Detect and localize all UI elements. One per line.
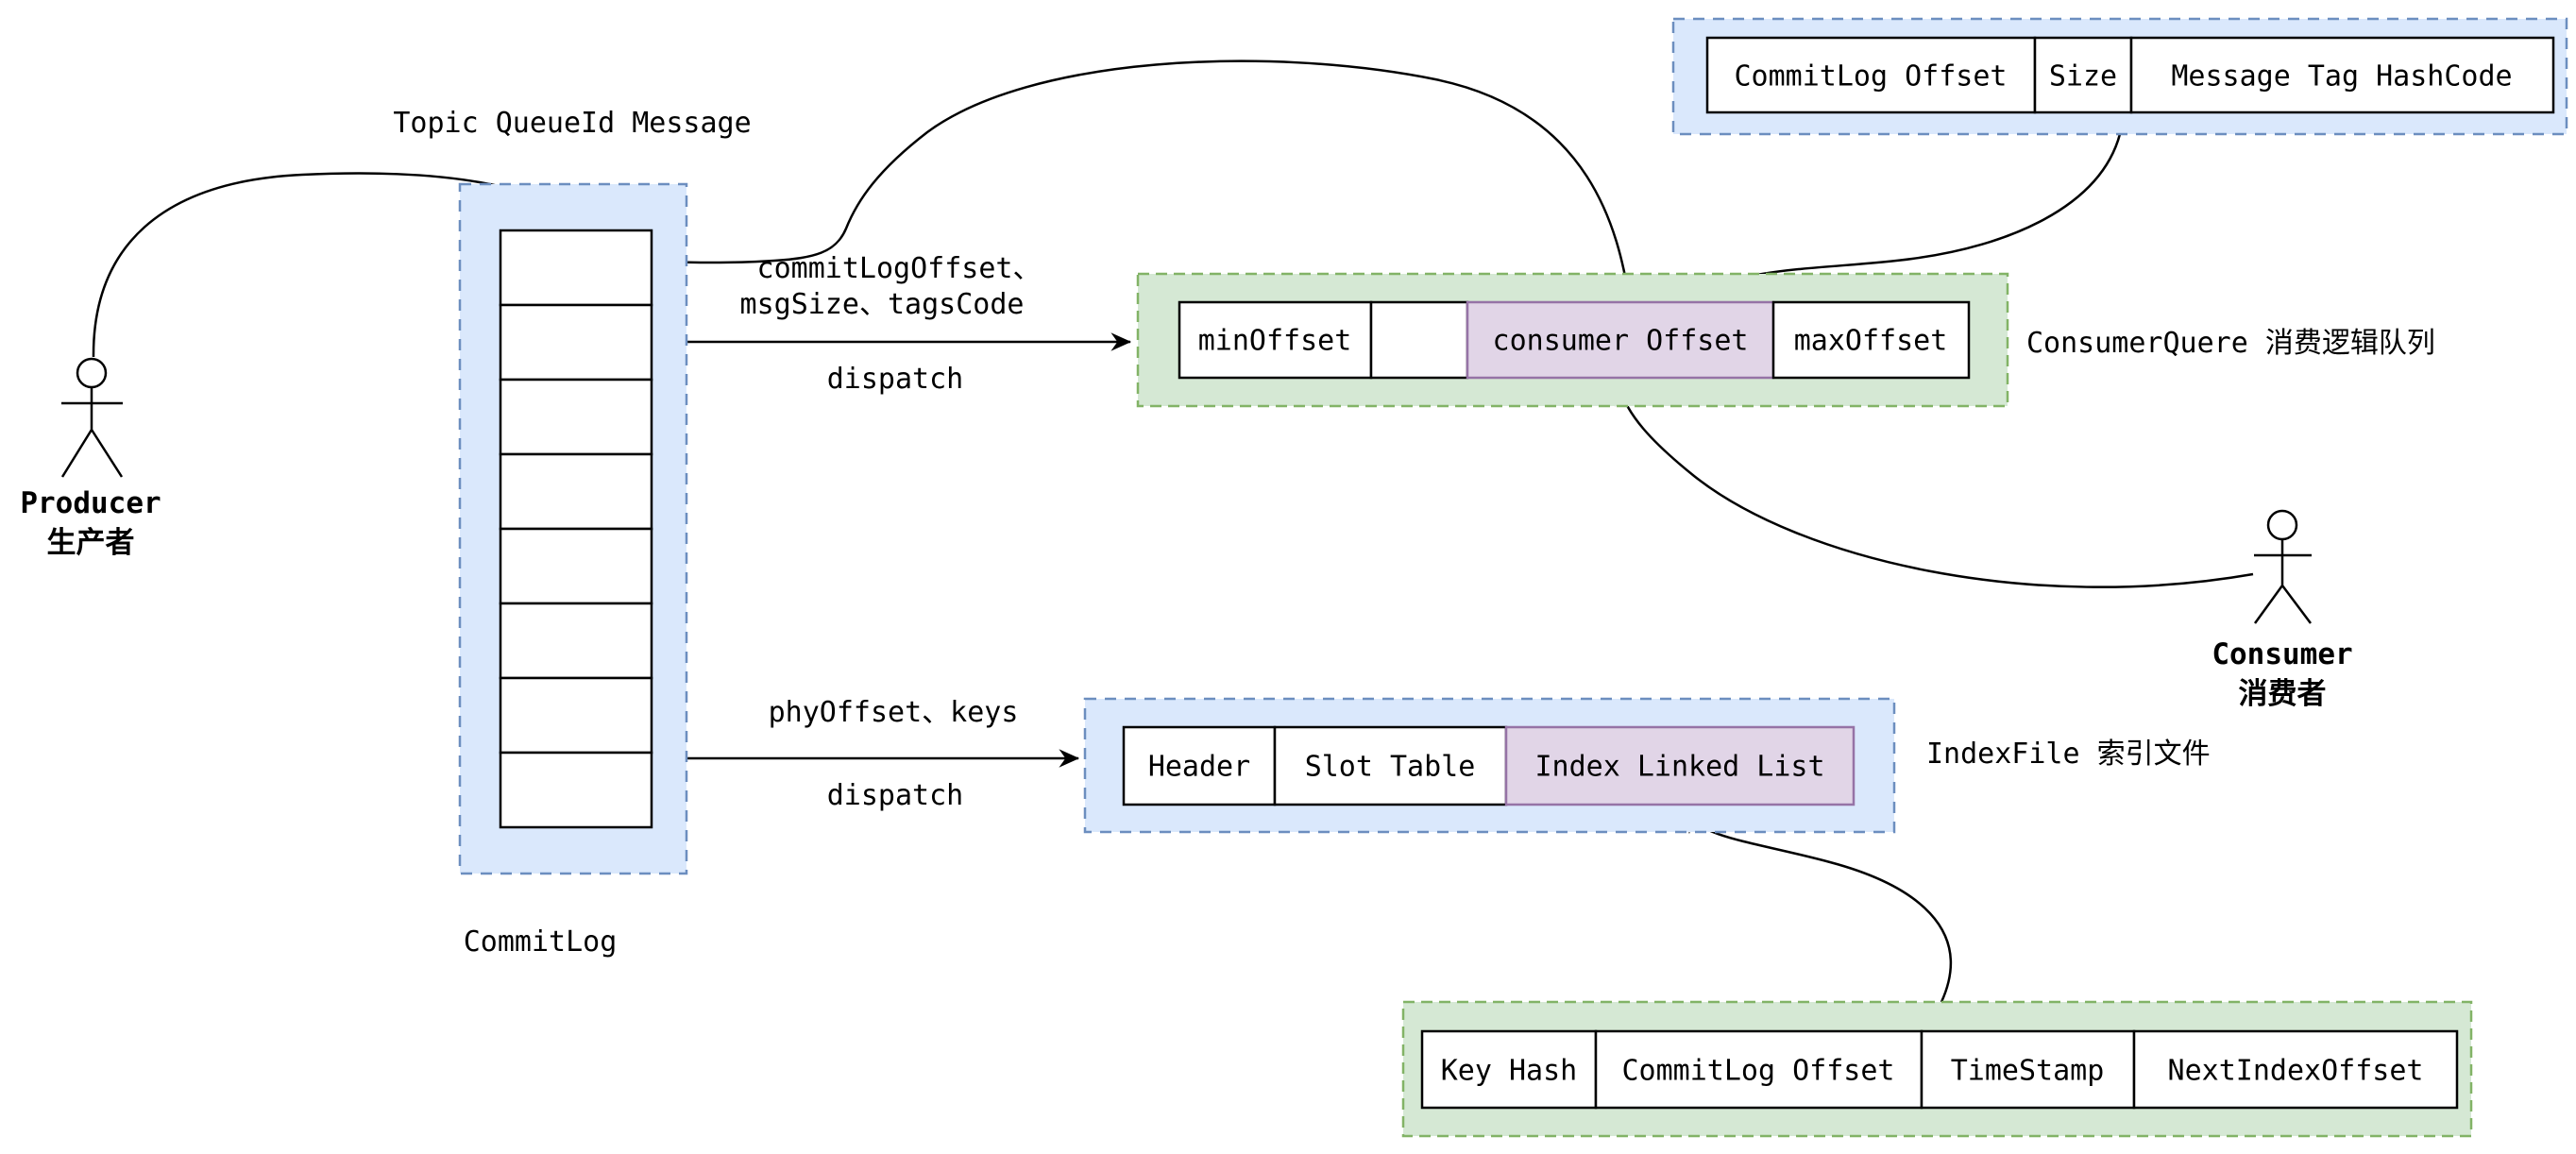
consumer-to-consumerqueue-arrow [1615, 383, 2254, 588]
cq-entry-taghashcode-label: Message Tag HashCode [2171, 60, 2512, 93]
cq-entry-cell-taghashcode [2129, 36, 2555, 114]
index-entry-node: Key Hash CommitLog Offset TimeStamp Next… [1401, 1000, 2473, 1138]
commitlog-cell-7 [499, 676, 653, 755]
consumer-queue-node: minOffset consumer Offset maxOffset Cons… [1136, 272, 2435, 408]
header-label: Header [1148, 751, 1250, 784]
cq-dispatch-label-line1: commitLogOffset、 [757, 252, 1042, 285]
producer-head [76, 357, 108, 389]
producer-label-cn: 生产者 [47, 526, 135, 560]
index-entry-cell-nextindexoffset [2132, 1029, 2459, 1110]
commitlog-cell-3 [499, 378, 653, 456]
index-linked-list-label: Index Linked List [1534, 751, 1824, 784]
timestamp-label: TimeStamp [1951, 1055, 2105, 1088]
index-file-cell-slottable [1273, 725, 1508, 806]
index-file-node: Header Slot Table Index Linked List Inde… [1083, 697, 2211, 834]
cq-entry-size-label: Size [2049, 60, 2117, 93]
commitlog-cell-1 [499, 229, 653, 307]
producer-label: Producer [20, 486, 161, 520]
consumer-body [2253, 539, 2312, 624]
slot-table-label: Slot Table [1305, 751, 1476, 784]
index-file-label: IndexFile 索引文件 [1926, 738, 2211, 771]
index-file-cell-indexlinkedlist [1504, 725, 1856, 806]
index-entry-commitlogoffset-label: CommitLog Offset [1622, 1055, 1895, 1088]
cqentry-to-consumeroffset-arrow [1698, 133, 2122, 297]
commitlog-cell-5 [499, 527, 653, 605]
consumer-queue-cell-minoffset [1178, 300, 1373, 380]
minoffset-label: minOffset [1198, 325, 1352, 358]
if-dispatch-keys-label: phyOffset、keys [769, 696, 1019, 729]
producer-actor: Producer 生产者 [20, 357, 161, 560]
cq-entry-cell-size [2033, 36, 2133, 114]
consumer-queue-cell-maxoffset [1771, 300, 1971, 380]
consumerqueue-to-commitlog-loop-arrow [663, 59, 1632, 303]
producer-body [60, 387, 124, 478]
cq-entry-node: CommitLog Offset Size Message Tag HashCo… [1671, 17, 2568, 136]
commitlog-label: CommitLog [464, 925, 618, 959]
key-hash-label: Key Hash [1441, 1055, 1578, 1088]
commitlog-cell-2 [499, 303, 653, 382]
cq-dispatch-verb-label: dispatch [827, 363, 964, 396]
index-entry-cell-commitlogoffset [1594, 1029, 1924, 1110]
consumeroffset-label: consumer Offset [1493, 325, 1749, 358]
index-entry-cell-timestamp [1920, 1029, 2136, 1110]
next-index-offset-label: NextIndexOffset [2168, 1055, 2424, 1088]
commitlog-cell-4 [499, 452, 653, 531]
commitlog-cell-6 [499, 602, 653, 680]
consumer-queue-label: ConsumerQuere 消费逻辑队列 [2026, 327, 2435, 360]
consumer-head [2266, 509, 2298, 541]
commitlog-node: CommitLog [458, 182, 688, 959]
index-file-cell-header [1122, 725, 1277, 806]
maxoffset-label: maxOffset [1794, 325, 1948, 358]
if-dispatch-verb-label: dispatch [827, 779, 964, 812]
consumer-actor: Consumer 消费者 [2212, 509, 2353, 711]
produce-edge-label: Topic QueueId Message [393, 107, 751, 140]
consumer-label: Consumer [2212, 637, 2352, 671]
commitlog-cell-8 [499, 751, 653, 829]
consumer-queue-cell-empty [1369, 300, 1469, 380]
consumer-label-cn: 消费者 [2239, 677, 2327, 711]
consumer-queue-cell-consumeroffset [1466, 300, 1775, 380]
cq-entry-cell-commitlogoffset [1705, 36, 2037, 114]
cq-dispatch-label-line2: msgSize、tagsCode [740, 288, 1025, 321]
indexentry-to-indexfile-arrow [1684, 812, 1953, 1003]
cq-entry-commitlogoffset-label: CommitLog Offset [1735, 60, 2008, 93]
index-entry-cell-keyhash [1420, 1029, 1598, 1110]
